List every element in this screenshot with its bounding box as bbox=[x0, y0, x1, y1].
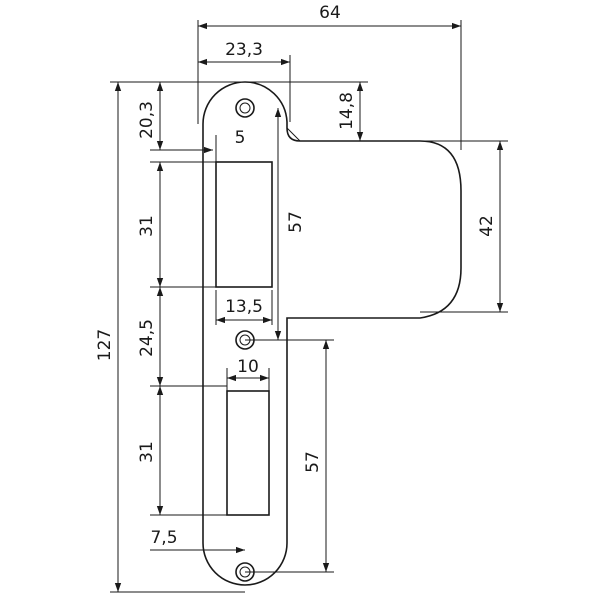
dim-center-lower: 57 bbox=[303, 451, 323, 473]
dim-center-upper: 57 bbox=[286, 211, 306, 233]
top-screw-hole bbox=[235, 98, 255, 118]
dim-lip-height: 42 bbox=[477, 215, 497, 237]
dim-slot-width-upper: 13,5 bbox=[225, 297, 263, 317]
dim-slot-height-lower: 31 bbox=[137, 441, 157, 463]
dim-plate-width: 23,3 bbox=[225, 40, 263, 60]
dim-slot-width-lower: 10 bbox=[237, 357, 259, 377]
dim-slot-inset: 5 bbox=[235, 128, 246, 148]
strike-plate-outline bbox=[202, 81, 462, 586]
dimension-lines bbox=[114, 22, 504, 592]
dim-slot-height-upper: 31 bbox=[137, 215, 157, 237]
dim-bottom-inset: 7,5 bbox=[150, 528, 177, 548]
dim-total-width: 64 bbox=[319, 3, 341, 23]
dim-top-offset: 14,8 bbox=[337, 92, 357, 130]
upper-slot bbox=[215, 161, 273, 288]
dim-slot-gap: 24,5 bbox=[137, 319, 157, 357]
dim-total-height: 127 bbox=[95, 329, 115, 361]
dim-screw-offset: 20,3 bbox=[137, 101, 157, 139]
lower-slot bbox=[226, 390, 270, 516]
